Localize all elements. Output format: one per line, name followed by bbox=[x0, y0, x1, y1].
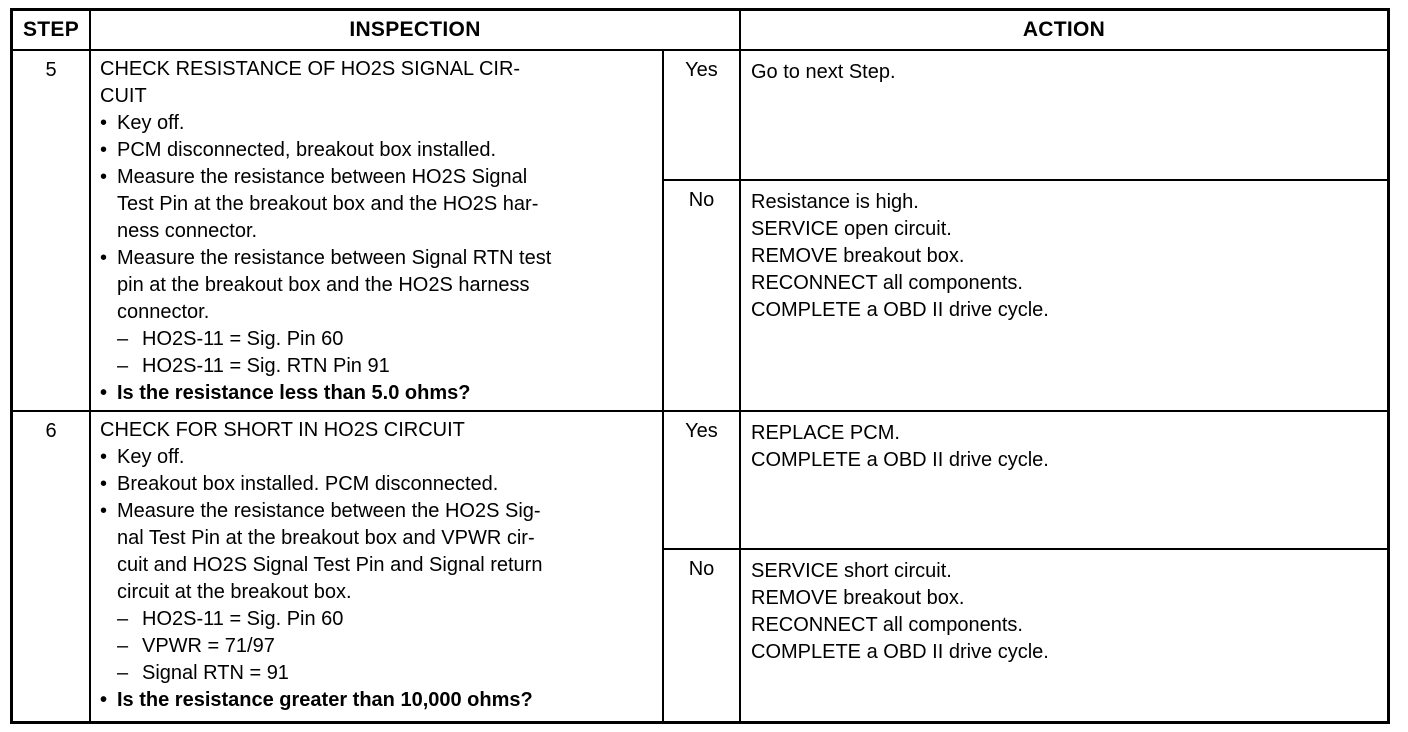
bullet-marker: • bbox=[100, 689, 108, 711]
item-text: Is the resistance less than 5.0 ohms? bbox=[117, 382, 471, 404]
inspection-item: • Measure the resistance between HO2S Si… bbox=[100, 164, 656, 245]
action-no-cell: SERVICE short circuit. REMOVE breakout b… bbox=[741, 550, 1387, 721]
dash-marker: – bbox=[117, 608, 129, 630]
bullet-marker: • bbox=[100, 112, 108, 134]
bullet-marker: • bbox=[100, 446, 108, 468]
item-text: HO2S-11 = Sig. Pin 60 bbox=[142, 328, 344, 350]
item-text: HO2S-11 = Sig. Pin 60 bbox=[142, 608, 344, 630]
inspection-subitem: – Signal RTN = 91 bbox=[117, 660, 656, 687]
dash-marker: – bbox=[117, 355, 129, 377]
answer-no-cell: No bbox=[664, 550, 739, 721]
inspection-item: • Measure the resistance between the HO2… bbox=[100, 498, 656, 606]
inspection-item: • Key off. bbox=[100, 110, 656, 137]
item-text: VPWR = 71/97 bbox=[142, 635, 275, 657]
inspection-cell: CHECK FOR SHORT IN HO2S CIRCUIT • Key of… bbox=[91, 412, 662, 721]
step-number-cell: 6 bbox=[13, 412, 89, 721]
col-header-action: ACTION bbox=[741, 11, 1387, 49]
inspection-subitem: – HO2S-11 = Sig. RTN Pin 91 bbox=[117, 353, 656, 380]
inspection-cell: CHECK RESISTANCE OF HO2S SIGNAL CIR- CUI… bbox=[91, 51, 662, 410]
col-header-step: STEP bbox=[13, 11, 89, 49]
inspection-question: • Is the resistance greater than 10,000 … bbox=[100, 687, 656, 714]
action-yes-cell: REPLACE PCM. COMPLETE a OBD II drive cyc… bbox=[741, 412, 1387, 548]
step-number-cell: 5 bbox=[13, 51, 89, 410]
action-no-cell: Resistance is high. SERVICE open circuit… bbox=[741, 181, 1387, 410]
item-text: Key off. bbox=[117, 112, 185, 134]
action-yes-cell: Go to next Step. bbox=[741, 51, 1387, 179]
answer-yes-cell: Yes bbox=[664, 51, 739, 179]
answer-no-cell: No bbox=[664, 181, 739, 410]
diagnostic-table: STEP INSPECTION ACTION 5 CHECK RESISTANC… bbox=[10, 8, 1390, 724]
inspection-subitem: – HO2S-11 = Sig. Pin 60 bbox=[117, 326, 656, 353]
item-text: HO2S-11 = Sig. RTN Pin 91 bbox=[142, 355, 390, 377]
bullet-marker: • bbox=[100, 139, 108, 161]
inspection-subitem: – VPWR = 71/97 bbox=[117, 633, 656, 660]
bullet-marker: • bbox=[100, 473, 108, 495]
item-text: Is the resistance greater than 10,000 oh… bbox=[117, 689, 533, 711]
col-header-inspection: INSPECTION bbox=[91, 11, 739, 49]
inspection-item: • Breakout box installed. PCM disconnect… bbox=[100, 471, 656, 498]
item-text: Key off. bbox=[117, 446, 185, 468]
item-text: PCM disconnected, breakout box installed… bbox=[117, 139, 497, 161]
item-text: Measure the resistance between HO2S Sign… bbox=[117, 166, 539, 242]
inspection-question: • Is the resistance less than 5.0 ohms? bbox=[100, 380, 656, 407]
dash-marker: – bbox=[117, 328, 129, 350]
bullet-marker: • bbox=[100, 247, 108, 269]
inspection-item: • Key off. bbox=[100, 444, 656, 471]
inspection-title: CHECK FOR SHORT IN HO2S CIRCUIT bbox=[100, 419, 465, 441]
bullet-marker: • bbox=[100, 500, 108, 522]
bullet-marker: • bbox=[100, 382, 108, 404]
item-text: Breakout box installed. PCM disconnected… bbox=[117, 473, 499, 495]
item-text: Measure the resistance between Signal RT… bbox=[117, 247, 552, 323]
item-text: Signal RTN = 91 bbox=[142, 662, 289, 684]
inspection-item: • Measure the resistance between Signal … bbox=[100, 245, 656, 326]
dash-marker: – bbox=[117, 662, 129, 684]
inspection-title: CHECK RESISTANCE OF HO2S SIGNAL CIR- CUI… bbox=[100, 58, 521, 107]
answer-yes-cell: Yes bbox=[664, 412, 739, 548]
inspection-item: • PCM disconnected, breakout box install… bbox=[100, 137, 656, 164]
item-text: Measure the resistance between the HO2S … bbox=[117, 500, 543, 603]
bullet-marker: • bbox=[100, 166, 108, 188]
inspection-subitem: – HO2S-11 = Sig. Pin 60 bbox=[117, 606, 656, 633]
dash-marker: – bbox=[117, 635, 129, 657]
